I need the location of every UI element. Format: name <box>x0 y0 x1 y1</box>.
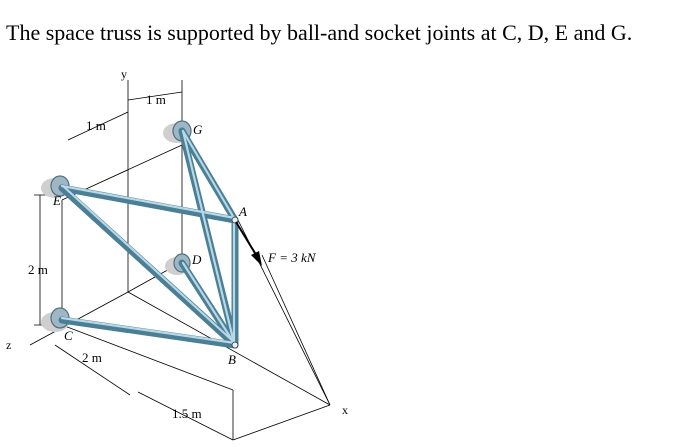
load-arrow <box>235 221 262 266</box>
axis-x-label: x <box>342 403 348 417</box>
joint-A <box>231 216 239 224</box>
dim-top-left: 1 m <box>86 118 106 133</box>
truss-members <box>58 127 239 349</box>
joint-B <box>231 341 239 349</box>
dim-bottom-right: 1.5 m <box>172 406 202 421</box>
dim-top-right: 1 m <box>146 92 166 107</box>
axis-y-label: y <box>121 67 127 81</box>
label-G: G <box>193 122 203 137</box>
label-E: E <box>52 193 61 208</box>
label-D: D <box>191 252 202 267</box>
dim-height: 2 m <box>28 262 48 277</box>
dimension-lines <box>34 91 331 441</box>
dim-bottom-left: 2 m <box>82 350 102 365</box>
label-C: C <box>64 328 73 343</box>
axis-z-label: z <box>6 338 11 352</box>
label-A: A <box>238 204 247 219</box>
label-B: B <box>228 352 236 367</box>
load-label: F = 3 kN <box>267 250 317 265</box>
problem-statement: The space truss is supported by ball-and… <box>6 20 633 45</box>
